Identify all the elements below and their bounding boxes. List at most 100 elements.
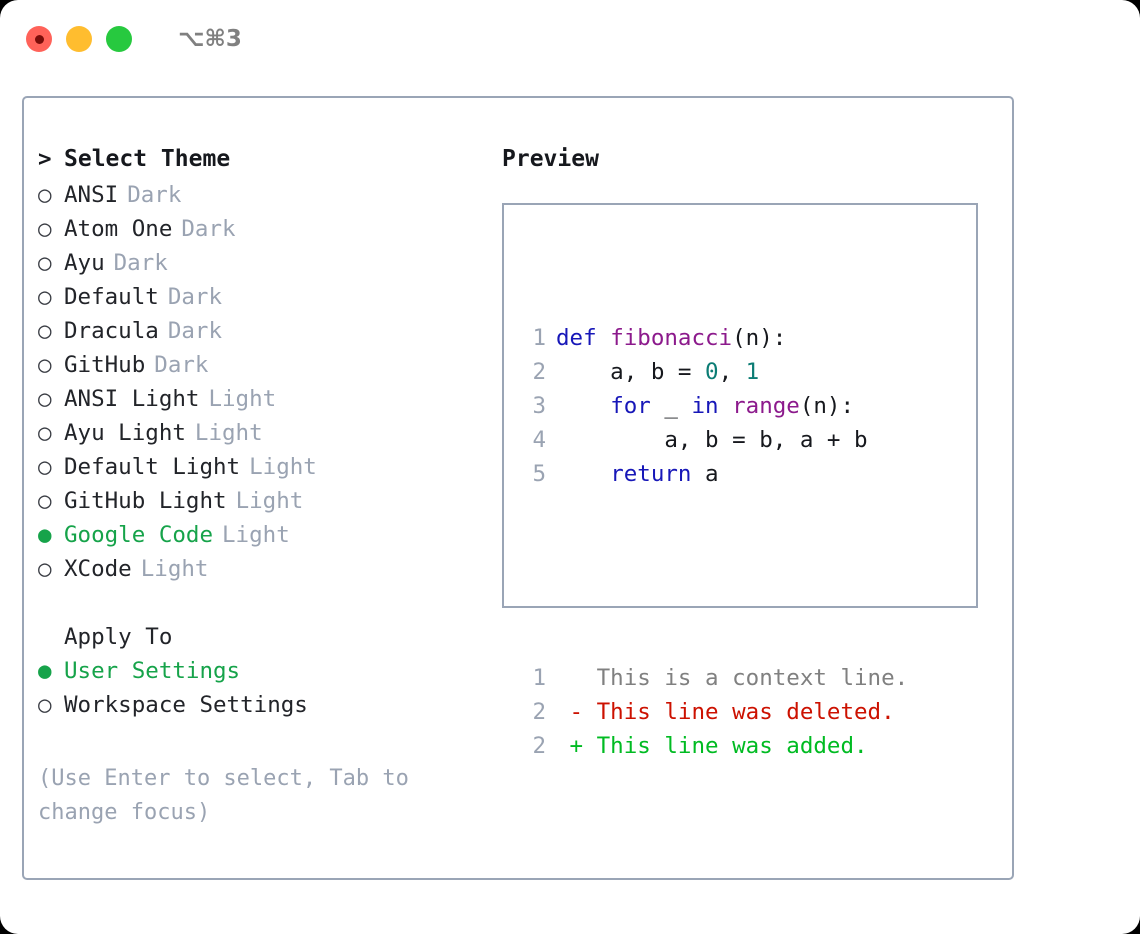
radio-selected-icon: ●: [38, 658, 52, 684]
line-number: 1: [532, 325, 546, 351]
maximize-window-button[interactable]: [106, 26, 132, 52]
close-icon: [34, 34, 44, 44]
theme-option-atom-one[interactable]: ○ Atom One Dark: [38, 216, 478, 250]
code-token-fn: fibonacci: [610, 325, 733, 351]
theme-option-label: Default Light: [64, 454, 241, 480]
diff-line-text: + This line was added.: [556, 733, 868, 759]
apply-to-header: Apply To: [38, 624, 478, 658]
radio-unselected-icon: ○: [38, 216, 52, 242]
theme-variant-badge: Light: [249, 454, 317, 480]
traffic-light-group: [26, 26, 132, 52]
theme-option-github-light[interactable]: ○ GitHub Light Light: [38, 488, 478, 522]
line-number: 5: [532, 461, 546, 487]
apply-to-option-user-settings[interactable]: ●User Settings: [38, 658, 478, 692]
theme-picker-header: > Select Theme: [38, 146, 478, 182]
theme-variant-badge: Dark: [154, 352, 209, 378]
line-number: 4: [532, 427, 546, 453]
theme-option-label: Default: [64, 284, 159, 310]
diff-line-add: 2 + This line was added.: [520, 729, 908, 763]
radio-unselected-icon: ○: [38, 182, 52, 208]
theme-option-label: ANSI Light: [64, 386, 200, 412]
code-token-plain: a: [691, 461, 719, 487]
minimize-window-button[interactable]: [66, 26, 92, 52]
theme-option-dracula[interactable]: ○ Dracula Dark: [38, 318, 478, 352]
radio-unselected-icon: ○: [38, 352, 52, 378]
theme-option-default-light[interactable]: ○ Default Light Light: [38, 454, 478, 488]
theme-option-label: Ayu: [64, 250, 105, 276]
radio-unselected-icon: ○: [38, 386, 52, 412]
diff-line-text: - This line was deleted.: [556, 699, 895, 725]
theme-option-ayu[interactable]: ○ Ayu Dark: [38, 250, 478, 284]
code-line: 2 a, b = 0, 1: [520, 355, 908, 389]
code-token-kw: def: [556, 325, 611, 351]
apply-to-title: Apply To: [64, 624, 173, 650]
keyboard-shortcut-label: ⌥⌘3: [178, 26, 242, 52]
radio-unselected-icon: ○: [38, 692, 52, 718]
theme-option-label: XCode: [64, 556, 132, 582]
close-window-button[interactable]: [26, 26, 52, 52]
theme-option-label: Google Code: [64, 522, 214, 548]
list-spacer: [38, 590, 478, 624]
radio-unselected-icon: ○: [38, 318, 52, 344]
radio-unselected-icon: ○: [38, 420, 52, 446]
line-number: 1: [532, 665, 546, 691]
code-token-kw: for: [610, 393, 651, 419]
diff-lines: 1 This is a context line. 2 - This line w…: [520, 661, 908, 763]
theme-variant-badge: Dark: [113, 250, 168, 276]
code-line: 1 def fibonacci(n):: [520, 321, 908, 355]
code-token-fn: range: [732, 393, 800, 419]
theme-variant-badge: Light: [235, 488, 304, 514]
theme-option-ansi-light[interactable]: ○ ANSI Light Light: [38, 386, 478, 420]
radio-unselected-icon: ○: [38, 488, 52, 514]
theme-option-label: Ayu Light: [64, 420, 186, 446]
apply-to-option-workspace-settings[interactable]: ○ Workspace Settings: [38, 692, 478, 726]
diff-line-text: This is a context line.: [556, 665, 909, 691]
code-token-punc: (n):: [732, 325, 787, 351]
theme-option-github[interactable]: ○ GitHub Dark: [38, 352, 478, 386]
code-line: 3 for _ in range(n):: [520, 389, 908, 423]
apply-to-option-label: Workspace Settings: [64, 692, 308, 718]
code-token-plain: [556, 461, 610, 487]
line-number: 2: [532, 359, 546, 385]
code-token-num: 0: [705, 359, 719, 385]
theme-variant-badge: Dark: [167, 284, 223, 310]
radio-unselected-icon: ○: [38, 454, 52, 480]
title-bar: ⌥⌘3: [0, 0, 1140, 78]
diff-line-del: 2 - This line was deleted.: [520, 695, 908, 729]
theme-variant-badge: Dark: [167, 318, 223, 344]
code-token-plain: [719, 393, 733, 419]
theme-variant-badge: Dark: [127, 182, 182, 208]
theme-option-ayu-light[interactable]: ○ Ayu Light Light: [38, 420, 478, 454]
theme-option-label: ANSI: [64, 182, 119, 208]
preview-title: Preview: [502, 146, 599, 172]
line-number: 2: [532, 733, 546, 759]
page-title: Select Theme: [64, 146, 231, 172]
help-text: (Use Enter to select, Tab to change focu…: [38, 766, 423, 825]
theme-variant-badge: Light: [140, 556, 209, 582]
theme-option-label: Atom One: [64, 216, 173, 242]
code-token-kw: in: [691, 393, 719, 419]
theme-option-label: Dracula: [64, 318, 159, 344]
theme-option-ansi[interactable]: ○ ANSI Dark: [38, 182, 478, 216]
theme-option-label: GitHub Light: [64, 488, 227, 514]
radio-selected-icon: ●: [38, 522, 52, 548]
theme-variant-badge: Light: [194, 420, 263, 446]
code-token-plain: a, b = b, a + b: [556, 427, 868, 453]
theme-variant-badge: Dark: [181, 216, 236, 242]
code-blank-line: [520, 559, 908, 593]
code-token-plain: a, b =: [556, 359, 706, 385]
code-token-plain: [556, 393, 610, 419]
theme-variant-badge: Light: [208, 386, 277, 412]
radio-unselected-icon: ○: [38, 250, 52, 276]
theme-option-label: GitHub: [64, 352, 146, 378]
